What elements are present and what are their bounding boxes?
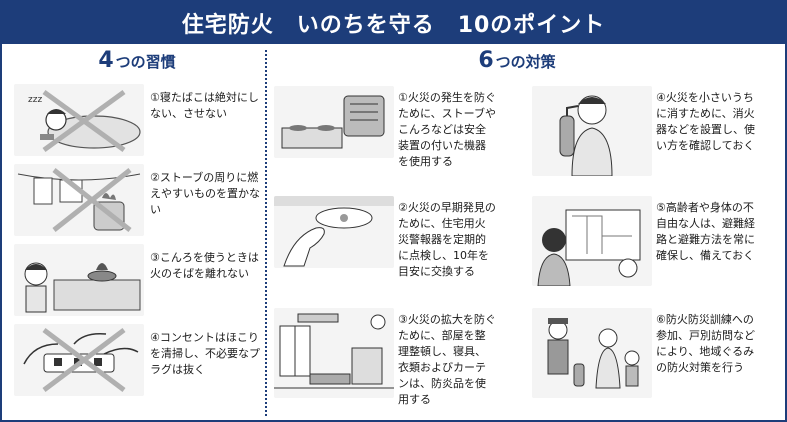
svg-text:zzz: zzz [28,95,42,105]
community-drill-icon [532,308,652,398]
sleeping-smoker-icon: zzz [14,84,144,156]
fire-extinguisher-icon [532,86,652,176]
habit-text: ②ストーブの周りに燃えやすいものを置かない [150,171,260,216]
measures-section-title: 6 つの対策 [442,48,592,78]
page-title: 住宅防火 いのちを守る 10のポイント [181,13,606,38]
smoke-alarm-icon [274,196,394,268]
measure-text: ②火災の早期発見のために、住宅用火災警報器を定期的に点検し、10年を目安に交換す… [398,201,496,278]
measure-text: ④火災を小さいうちに消すために、消火器などを設置し、使い方を確認しておく [656,91,755,152]
measure-text: ⑥防火防災訓練への参加、戸別訪問などにより、地域ぐるみの防火対策を行う [656,313,755,374]
habit-text: ④コンセントはほこりを清掃し、不必要なプラグは抜く [150,331,260,376]
evacuation-plan-icon [532,196,652,286]
safety-stove-icon [274,86,394,158]
habits-section-title: 4 つの習慣 [62,48,212,78]
power-outlet-icon [14,324,144,396]
stove-laundry-icon [14,164,144,236]
habits-label: つの習慣 [115,53,176,71]
measure-text: ③火災の拡大を防ぐために、部屋を整理整頓し、寝具、衣類およびカーテンは、防炎品を… [398,313,496,406]
measures-label: つの対策 [495,53,556,71]
column-divider [265,50,267,416]
measure-text: ①火災の発生を防ぐために、ストーブやこんろなどは安全装置の付いた機器を使用する [398,91,497,168]
habit-text: ①寝たばこは絶対にしない、させない [150,91,259,120]
tidy-room-icon [274,308,394,398]
habit-text: ③こんろを使うときは火のそばを離れない [150,251,259,280]
measures-count: 6 [478,48,494,73]
cooking-stove-icon [14,244,144,316]
habits-count: 4 [98,48,114,73]
measure-text: ⑤高齢者や身体の不自由な人は、避難経路と避難方法を常に確保し、備えておく [656,201,755,262]
title-bar: 住宅防火 いのちを守る 10のポイント [2,2,785,44]
